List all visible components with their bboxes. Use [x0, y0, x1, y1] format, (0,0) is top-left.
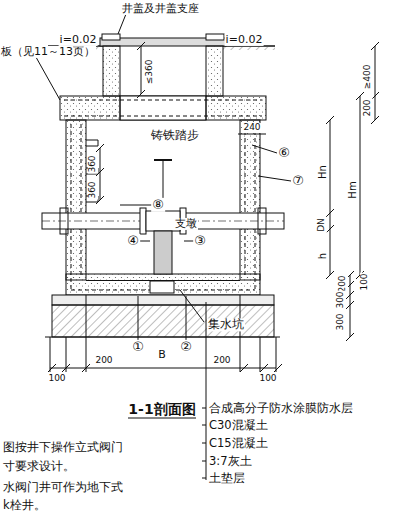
drawing-label: 土垫层 [208, 472, 246, 485]
drawing-label: 300 [336, 290, 346, 309]
drawing-label: 100 [258, 374, 277, 384]
drawing-label: 200 [94, 356, 113, 366]
drawing-label: 200 [363, 98, 373, 117]
drawing-label: 集水坑 [207, 318, 245, 331]
drawing-label: 寸要求设计。 [2, 460, 76, 473]
drawing-label: 360 [88, 180, 98, 199]
drawing-label: 支墩 [174, 218, 198, 230]
drawing-label: 板（见11～13页） [0, 46, 96, 58]
drawing-label: 360 [88, 154, 98, 173]
drawing-label: i=0.02 [225, 34, 264, 46]
drawing-label: 200 [212, 356, 231, 366]
drawing-label: 300 [336, 312, 346, 331]
drawing-label: ⑦ [291, 174, 305, 188]
drawing-label: 3:7灰土 [208, 455, 253, 468]
drawing-label: 铸铁踏步 [150, 129, 200, 142]
drawing-label: 100 [47, 374, 66, 384]
drawing-label: 100 [360, 272, 370, 291]
drawing-label: C30混凝土 [208, 419, 269, 432]
drawing-label: DN [317, 217, 327, 233]
drawing-label: Hm [347, 180, 358, 199]
drawing-label: Hn [317, 164, 328, 180]
drawing-label: B [157, 349, 167, 361]
drawing-label: 井盖及井盖支座 [121, 3, 200, 15]
drawing-label: ⑧ [151, 198, 165, 212]
drawing-label: 水阀门井可作为地下式 [2, 481, 124, 494]
drawing-label: ⑥ [277, 146, 291, 160]
drawing-label: k栓井。 [2, 499, 47, 512]
drawing-label: 图按井下操作立式阀门 [2, 441, 124, 454]
drawing-label: ③ [193, 234, 207, 248]
drawing-label: C15混凝土 [208, 437, 269, 450]
drawing-label: ① [131, 340, 145, 354]
section-title: 1-1剖面图 [127, 402, 196, 417]
drawing-label: 合成高分子防水涂膜防水层 [208, 402, 354, 415]
drawing-label: 240 [242, 123, 261, 133]
drawing-label: ≥400 [363, 64, 373, 91]
drawing-label: ② [179, 340, 193, 354]
drawing-label: h [317, 252, 328, 260]
drawing-label: i=0.02 [59, 34, 98, 46]
drawing-label: ≤360 [145, 59, 155, 86]
drawing-label: ④ [126, 234, 140, 248]
